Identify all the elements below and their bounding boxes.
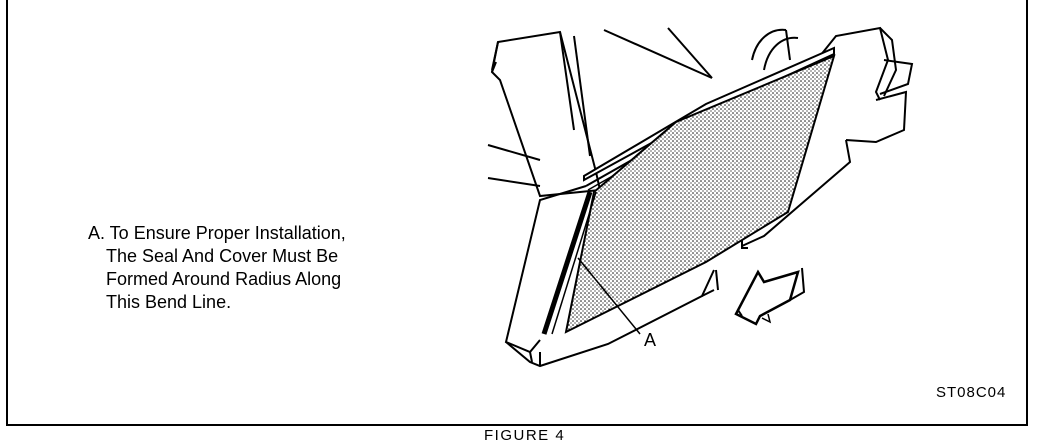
instruction-caption: A. To Ensure Proper Installation, The Se… xyxy=(88,222,346,314)
figure-frame xyxy=(6,0,1028,426)
caption-line-4: This Bend Line. xyxy=(106,292,232,312)
background-structure xyxy=(487,26,914,368)
figure-title: FIGURE 4 xyxy=(484,427,566,444)
callout-label-a: A xyxy=(644,330,657,350)
caption-line-3: Formed Around Radius Along xyxy=(106,269,342,289)
caption-line-2: The Seal And Cover Must Be xyxy=(106,246,339,266)
direction-arrow-icon xyxy=(734,267,806,326)
figure-code: ST08C04 xyxy=(936,384,1007,401)
cover-panel xyxy=(541,46,836,335)
caption-line-1: A. To Ensure Proper Installation, xyxy=(88,223,346,243)
